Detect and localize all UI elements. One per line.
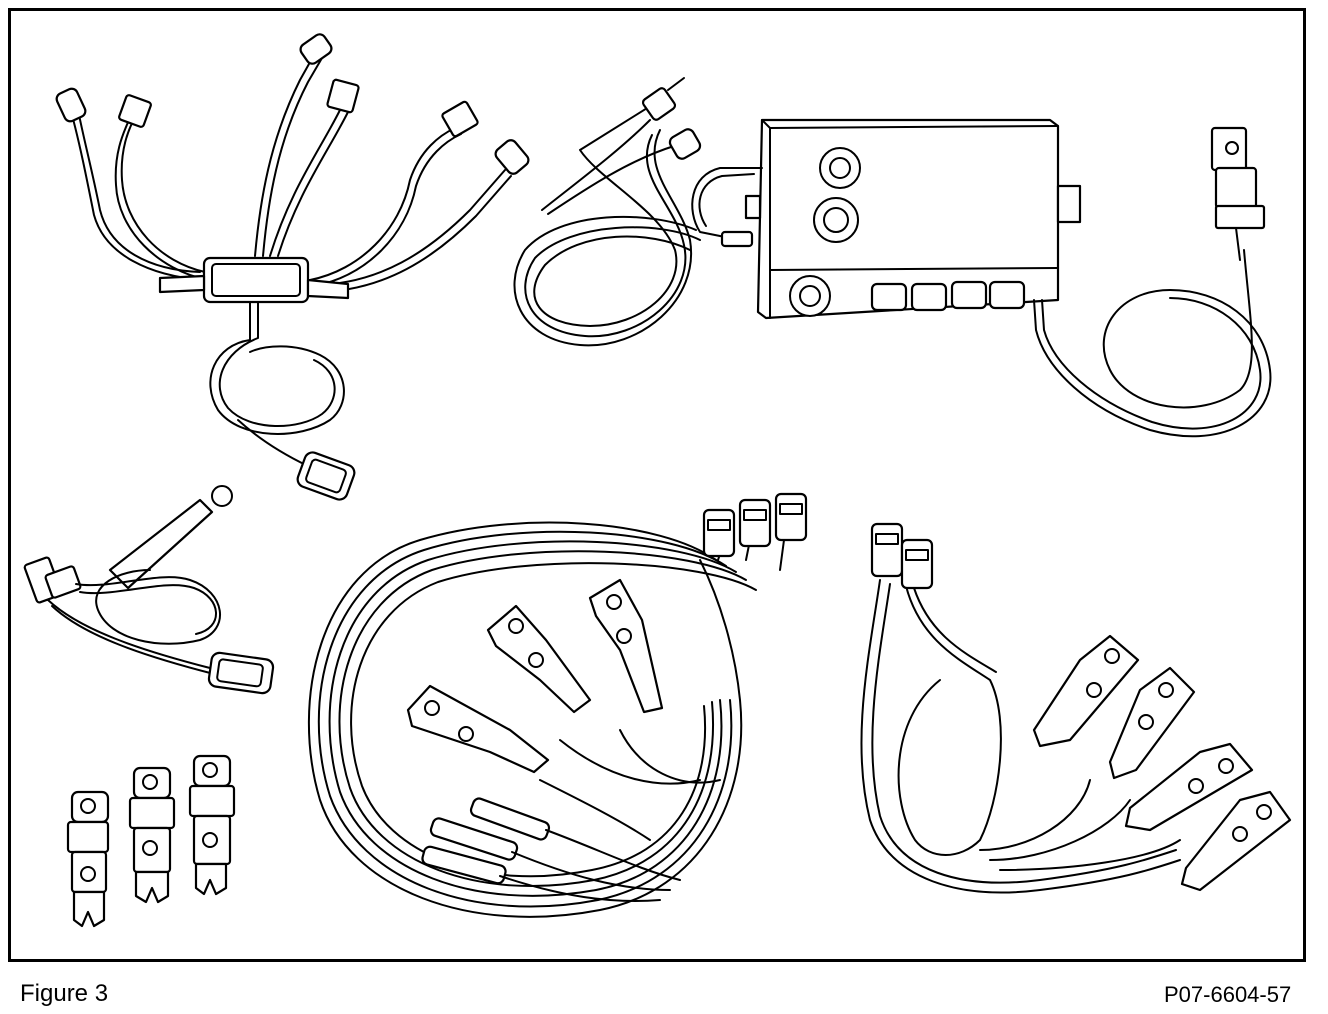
control-box-assembly <box>513 77 1272 438</box>
clip-lead-cable <box>23 485 275 695</box>
figure-caption: Figure 3 <box>20 980 109 1007</box>
terminal-clips <box>66 754 236 928</box>
harness-adapter <box>55 33 530 501</box>
figure-code: P07-6604-57 <box>1164 982 1292 1007</box>
clamp-lead-set-small <box>860 522 1292 894</box>
clamp-lead-set-large <box>307 492 808 918</box>
figure-frame <box>8 8 1306 962</box>
